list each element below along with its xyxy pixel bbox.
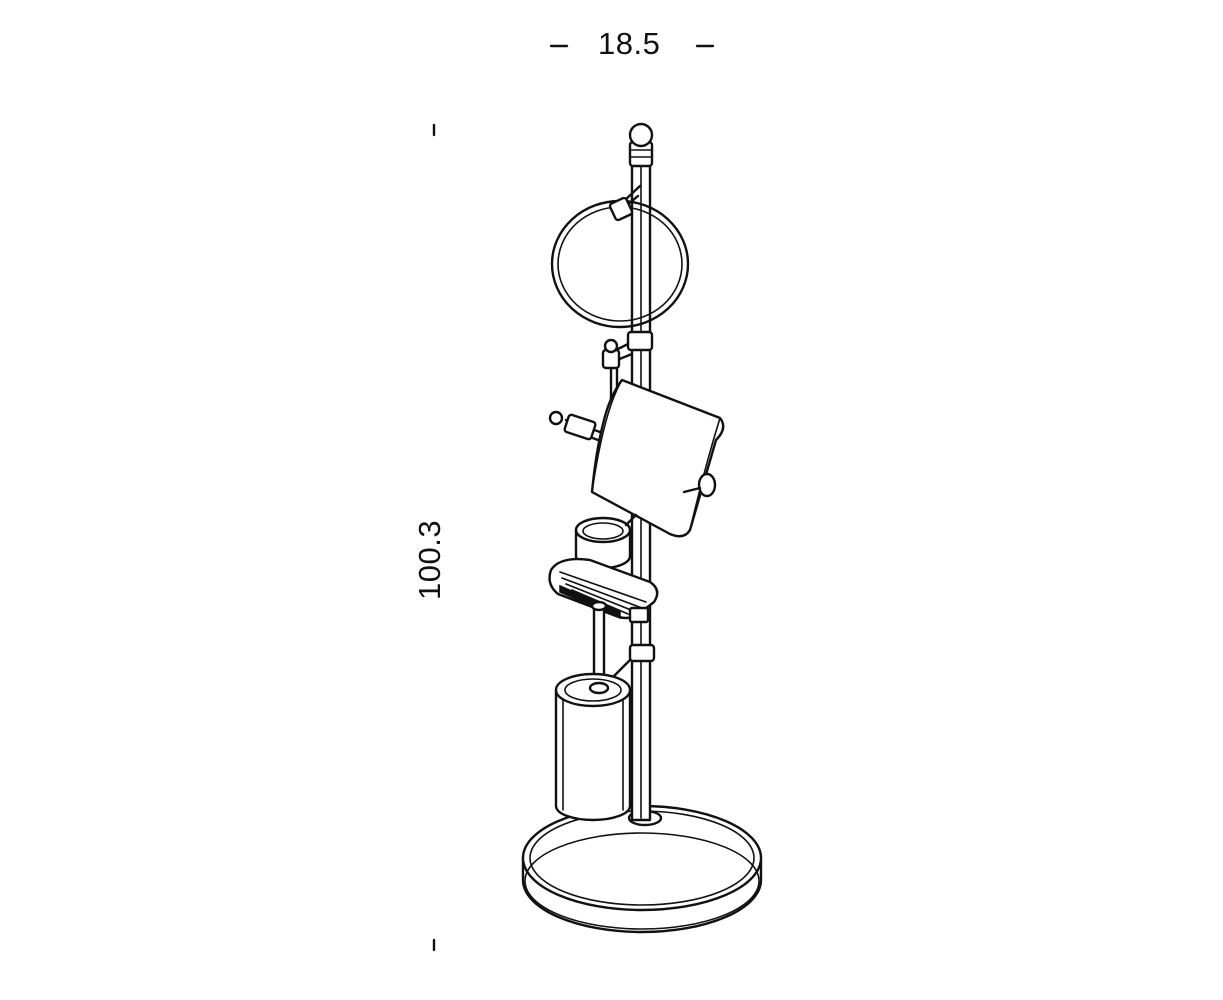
toilet-paper-holder: [548, 378, 725, 538]
brush-holder-bracket: [610, 643, 656, 680]
width-dimension-label: 18.5: [598, 26, 661, 61]
round-base: [521, 804, 763, 934]
towel-ring: [550, 184, 690, 352]
pole-top-knob: [628, 122, 654, 148]
toilet-brush-container: [554, 672, 632, 822]
